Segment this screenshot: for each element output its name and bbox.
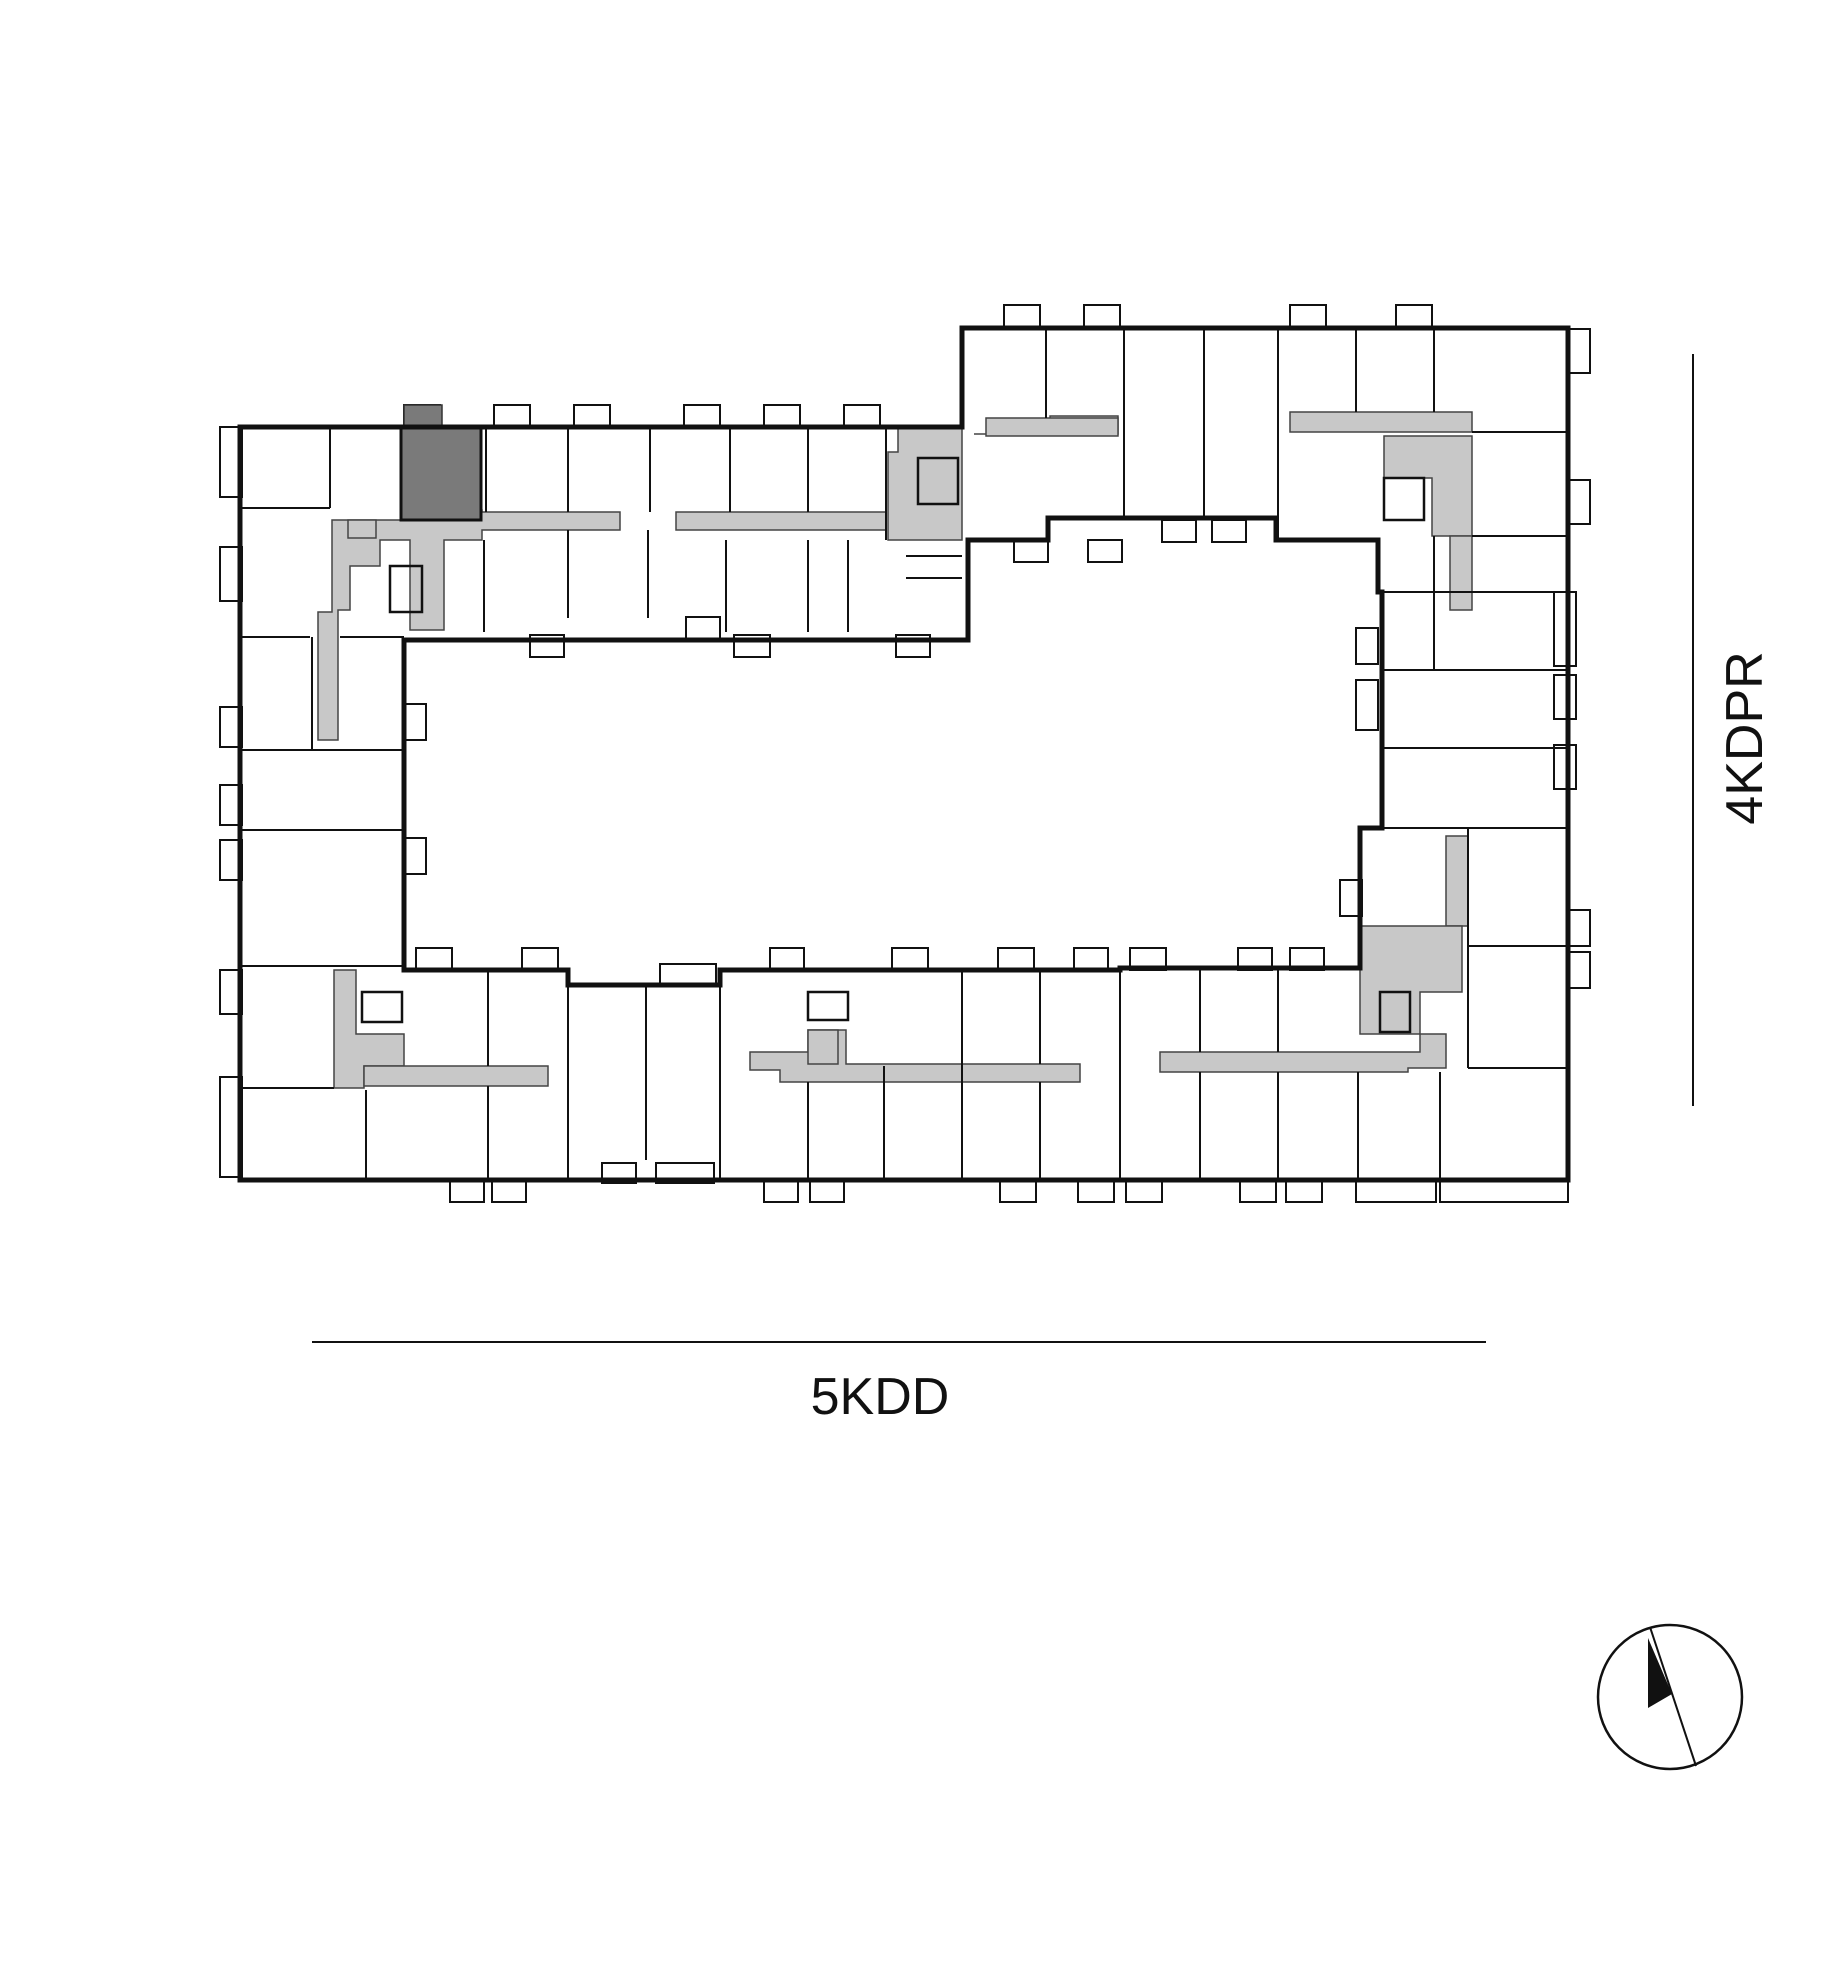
unit-partitions [240,328,1568,1180]
balconies-top-left [403,404,881,428]
balconies-courtyard-top [529,519,1379,731]
width-dimension: 5KDD [312,1341,1486,1426]
stair-cores [360,456,1426,1034]
highlighted-balcony [403,404,443,428]
balconies-right [1553,328,1591,989]
north-arrow-icon [1596,1623,1744,1771]
balconies-top-right [1003,304,1433,328]
height-dimension: 4KDPR [1692,354,1774,1106]
highlighted-unit [399,426,483,522]
corridors [317,411,1473,1089]
height-label: 4KDPR [1716,651,1774,824]
width-label: 5KDD [811,1368,950,1426]
balconies-courtyard-left [403,703,1363,917]
